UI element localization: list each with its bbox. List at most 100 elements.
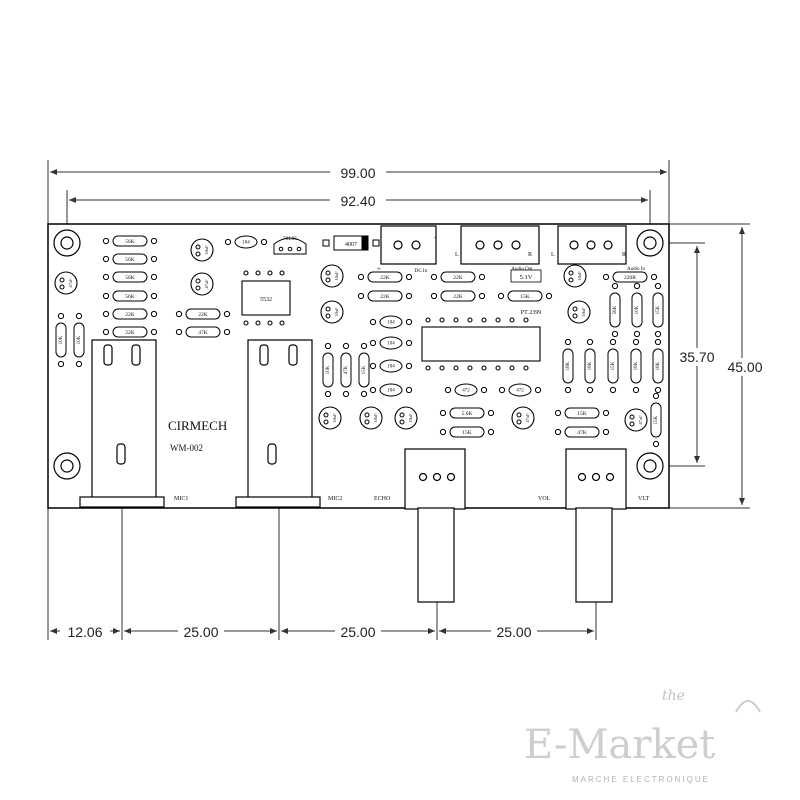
ceramic-capacitor — [379, 336, 403, 350]
watermark-name: E-Market — [524, 722, 715, 768]
dim-height-total: 45.00 — [727, 359, 762, 375]
resistor — [112, 235, 148, 247]
resistor-value: 56K — [125, 294, 135, 300]
resistor-value: 56K — [125, 239, 135, 245]
electrolytic-capacitor — [359, 406, 383, 430]
resistor — [112, 308, 148, 320]
vlt-label: VLT — [638, 496, 649, 502]
capacitor-value: 104 — [387, 342, 395, 347]
resistor-value: 10K — [59, 335, 64, 344]
resistor — [631, 292, 643, 328]
audio-out-label: Audio Out — [511, 267, 533, 272]
resistor — [449, 407, 485, 419]
resistor-value: 15K — [611, 361, 616, 370]
resistor — [652, 292, 664, 328]
resistor-value: 22K — [125, 330, 135, 336]
echo-label: ECHO — [374, 496, 391, 502]
resistor — [112, 271, 148, 283]
emarket-watermark: the E-Market MARCHE ELECTRONIQUE — [524, 688, 761, 784]
resistor — [367, 271, 403, 283]
brand-label: CIRMECH — [168, 418, 227, 433]
ceramic-capacitor — [379, 383, 403, 397]
resistor-value: 47K — [344, 365, 349, 374]
resistor — [449, 426, 485, 438]
resistor-value: 15K — [656, 305, 661, 314]
mic1-jack — [79, 339, 165, 508]
ceramic-capacitor — [379, 359, 403, 373]
dim-hole-spacing: 92.40 — [340, 193, 375, 209]
resistor-value: 10K — [635, 305, 640, 314]
resistor — [630, 348, 642, 384]
electrolytic-capacitor — [190, 272, 214, 296]
electrolytic-capacitor — [563, 264, 587, 288]
capacitor-value: 47uF — [525, 413, 530, 423]
regulator-label: 78L05 — [283, 236, 298, 242]
mic2-jack — [235, 339, 321, 508]
resistor — [358, 352, 370, 388]
capacitor-value: 104 — [387, 321, 395, 326]
capacitor-value: 472 — [516, 389, 524, 394]
resistor — [584, 348, 596, 384]
chip-pt2399-label: PT 2399 — [521, 310, 541, 316]
chip-5532-label: 5532 — [260, 297, 272, 303]
capacitor-value: 10uF — [408, 413, 413, 423]
resistor — [650, 402, 662, 438]
electrolytic-capacitor — [624, 408, 648, 432]
resistor — [564, 407, 600, 419]
capacitor-value: 10uF — [373, 413, 378, 423]
resistor-value: 47K — [577, 430, 587, 436]
resistor-value: 15K — [520, 294, 530, 300]
electrolytic-capacitor — [190, 238, 214, 262]
capacitor-value: 47uF — [638, 415, 643, 425]
resistor-value: 56K — [613, 305, 618, 314]
mounting-holes — [53, 229, 664, 480]
resistor-value: 10K — [77, 335, 82, 344]
watermark-script: the — [662, 688, 685, 704]
resistor-value: 56K — [125, 257, 135, 263]
echo-pot — [404, 448, 466, 603]
electrolytic-capacitor — [54, 271, 78, 295]
resistor-value: 18K — [656, 361, 661, 370]
resistor — [112, 326, 148, 338]
resistor — [185, 326, 221, 338]
ceramic-capacitor — [234, 235, 258, 249]
resistor-value: 22K — [453, 294, 463, 300]
resistor — [322, 352, 334, 388]
terminal-blocks — [380, 225, 627, 265]
resistor-value: 22K — [125, 312, 135, 318]
diode-4007 — [322, 235, 380, 251]
resistor-value: 15K — [654, 415, 659, 424]
resistor-value: 18K — [588, 361, 593, 370]
resistor-value: 15K — [362, 365, 367, 374]
dim-height-inner: 35.70 — [679, 349, 714, 365]
zener-label: 5.1V — [520, 274, 533, 281]
resistor — [607, 348, 619, 384]
resistor-value: 47K — [198, 330, 208, 336]
electrolytic-capacitor — [394, 406, 418, 430]
electrolytic-capacitor — [318, 406, 342, 430]
out-r-label: R — [528, 252, 532, 258]
resistor — [440, 290, 476, 302]
resistor-value: 22K — [453, 275, 463, 281]
in-r-label: R — [622, 252, 626, 258]
capacitor-value: 47uF — [204, 279, 209, 289]
resistor — [507, 290, 543, 302]
vol-label: VOL — [538, 496, 551, 502]
resistor — [612, 271, 648, 283]
mic2-label: MIC2 — [328, 496, 342, 502]
ic-5532 — [241, 270, 291, 326]
resistor — [562, 348, 574, 384]
capacitor-value: 104 — [242, 241, 250, 246]
resistor-value: 5.6K — [462, 411, 473, 417]
watermark-tagline: MARCHE ELECTRONIQUE — [572, 775, 710, 784]
electrolytic-capacitor — [320, 300, 344, 324]
dim-pitch-3: 25.00 — [496, 624, 531, 640]
resistor — [367, 290, 403, 302]
capacitor-value: 10uF — [204, 245, 209, 255]
resistor — [55, 322, 67, 358]
capacitor-value: 47uF — [68, 278, 73, 288]
dc-in-label: DC1n — [414, 268, 427, 274]
capacitor-value: 10uF — [581, 307, 586, 317]
